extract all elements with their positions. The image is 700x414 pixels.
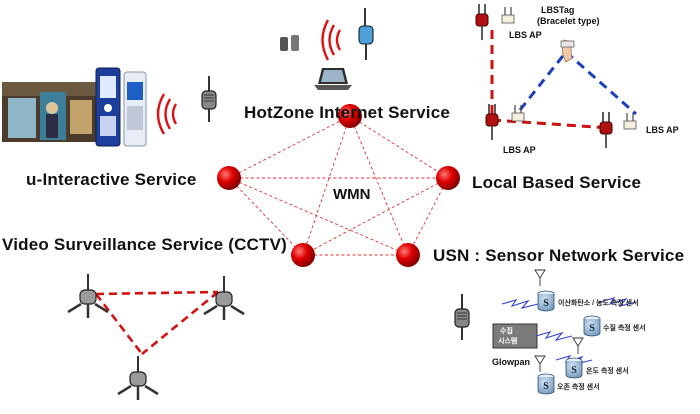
signal-waves-interactive (156, 93, 178, 135)
sensor-temp-label: 온도 측정 센서 (586, 368, 629, 375)
signal-waves-hotzone (321, 19, 342, 61)
mesh-links (228, 115, 449, 256)
video-service-label: Video Surveillance Service (CCTV) (2, 235, 288, 254)
lbs-ap-top-label: LBS AP (509, 30, 542, 40)
wmn-label: WMN (333, 186, 371, 203)
lbs-ap-bottom-label: LBS AP (503, 145, 536, 155)
bracelet-hand-icon (560, 39, 575, 63)
mesh-nodes (217, 104, 460, 267)
laptop-icon (314, 68, 352, 90)
access-point-interactive (201, 75, 217, 123)
cctv-network (66, 272, 246, 402)
lbs-tag-label: LBSTag (541, 5, 575, 15)
glowpan-label: Glowpan (492, 357, 530, 367)
interactive-service-label: u-Interactive Service (26, 170, 197, 189)
usn-service-label: USN : Sensor Network Service (433, 246, 685, 265)
mesh-node-hotzone (338, 104, 362, 128)
collector-label-1: 수집 (500, 328, 513, 335)
mesh-node-usn (396, 243, 420, 267)
access-point-usn (454, 293, 470, 341)
cctv-camera-bottom (116, 354, 160, 402)
sensor-water-label: 수질 측정 센서 (603, 325, 646, 332)
lbs-network (475, 3, 637, 149)
collector-label-2: 시스템 (498, 338, 518, 345)
hotzone-service-label: HotZone Internet Service (244, 103, 451, 122)
mesh-node-interactive (217, 166, 241, 190)
usn-network (454, 269, 637, 395)
cctv-camera-right (202, 274, 246, 322)
local-service-label: Local Based Service (472, 173, 642, 192)
sensor-ozone-label: 오존 측정 센서 (557, 384, 600, 391)
cctv-camera-left (66, 272, 110, 320)
lbs-tag-type-label: (Bracelet type) (537, 16, 600, 26)
sensor-co2-label: 이산화탄소 / 농도 측정 센서 (558, 300, 639, 307)
hotzone-devices (280, 8, 374, 90)
interactive-photo (2, 82, 96, 142)
mesh-node-video (291, 243, 315, 267)
mesh-node-local (436, 166, 460, 190)
lbs-ap-right-label: LBS AP (646, 125, 679, 135)
kiosk-image (95, 67, 147, 147)
